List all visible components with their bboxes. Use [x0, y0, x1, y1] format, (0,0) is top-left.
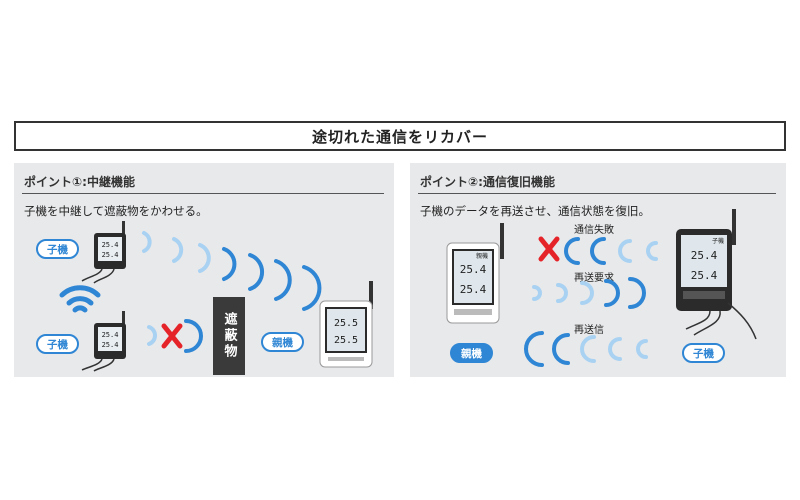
parent-display-2: 25.5 — [334, 335, 358, 346]
parent-unit-label: 親機 — [261, 332, 304, 352]
status-fail-label: 通信失敗 — [574, 225, 614, 236]
child-top-display-1: 25.4 — [102, 241, 119, 249]
child-display-tag: 子機 — [712, 237, 724, 245]
parent-display-2: 25.4 — [460, 283, 487, 296]
heading-divider — [22, 193, 384, 194]
request-signal-waves — [532, 277, 646, 309]
child-unit-label-top: 子機 — [36, 239, 79, 259]
recovery-description: 子機のデータを再送させ、通信状態を復旧。 — [420, 204, 650, 218]
parent-display-1: 25.4 — [460, 263, 487, 276]
relay-function-panel: ポイント①:中継機能 子機を中継して遮蔽物をかわせる。 子機 子機 遮蔽物 親機… — [14, 163, 394, 377]
parent-device: 25.5 25.5 — [319, 281, 373, 368]
heading-divider — [418, 193, 776, 194]
wifi-icon — [59, 285, 101, 313]
child-bottom-display-2: 25.4 — [102, 341, 119, 349]
child-display-2: 25.4 — [691, 269, 718, 282]
cross-icon — [161, 323, 183, 349]
child-unit-label: 子機 — [682, 343, 725, 363]
child-device: 子機 25.4 25.4 — [676, 209, 757, 340]
child-unit-label-bottom: 子機 — [36, 334, 79, 354]
relay-diagram: 25.4 25.4 25.4 25.4 — [59, 221, 373, 372]
relay-description: 子機を中継して遮蔽物をかわせる。 — [24, 204, 208, 218]
relay-signal-waves — [142, 231, 322, 311]
parent-device: 親機 25.4 25.4 — [446, 223, 504, 324]
status-resend-label: 再送信 — [574, 325, 604, 336]
blocked-signal-waves — [147, 319, 203, 353]
cross-icon — [538, 236, 560, 262]
resend-signal-waves — [524, 331, 648, 367]
child-display-1: 25.4 — [691, 249, 718, 262]
parent-display-tag: 親機 — [476, 252, 488, 260]
obstacle-wall: 遮蔽物 — [213, 297, 245, 375]
recovery-diagram: 親機 25.4 25.4 — [446, 209, 757, 367]
parent-unit-label: 親機 — [450, 343, 493, 363]
relay-heading: ポイント①:中継機能 — [24, 175, 135, 189]
parent-display-1: 25.5 — [334, 318, 358, 329]
child-top-display-2: 25.4 — [102, 251, 119, 259]
section-title: 途切れた通信をリカバー — [14, 121, 786, 151]
recovery-heading: ポイント②:通信復旧機能 — [420, 175, 555, 189]
child-bottom-display-1: 25.4 — [102, 331, 119, 339]
recovery-function-panel: ポイント②:通信復旧機能 子機のデータを再送させ、通信状態を復旧。 親機 子機 … — [410, 163, 786, 377]
status-request-label: 再送要求 — [574, 273, 614, 284]
failed-signal-waves — [564, 237, 658, 265]
child-device-top: 25.4 25.4 — [81, 221, 126, 284]
child-device-bottom: 25.4 25.4 — [81, 311, 126, 372]
